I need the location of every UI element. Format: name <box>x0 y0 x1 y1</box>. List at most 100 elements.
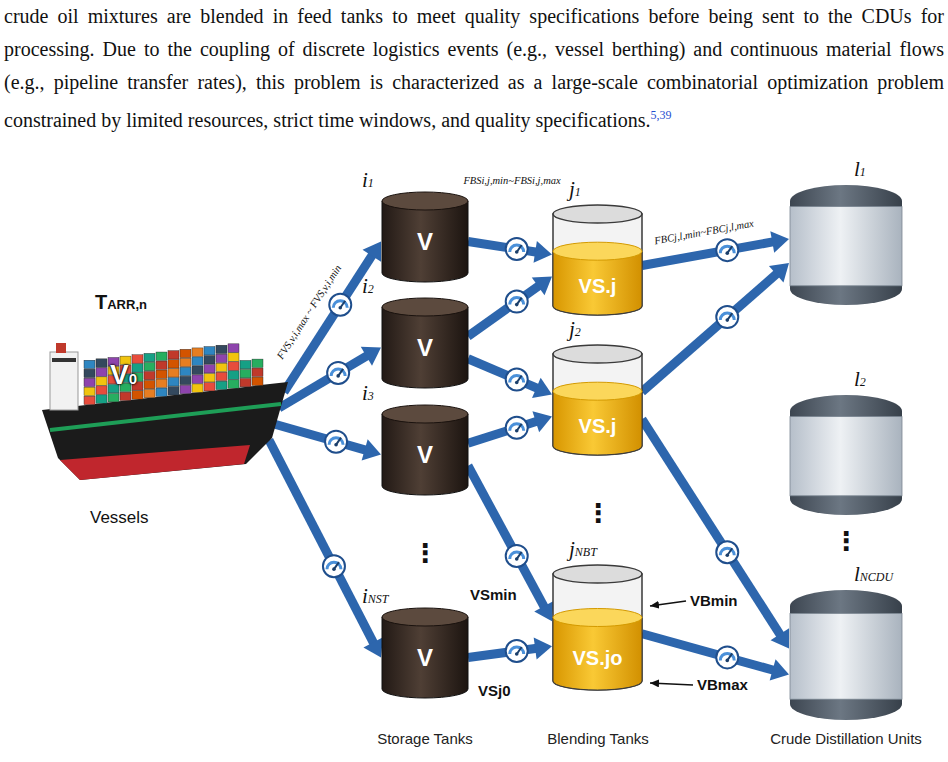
storage-tank: i1V <box>382 192 468 282</box>
gauge-face <box>506 640 528 662</box>
container-block <box>156 379 167 387</box>
container-block <box>180 358 191 366</box>
container-block <box>96 377 107 385</box>
tank-liquid <box>553 618 642 691</box>
column-body <box>790 417 902 496</box>
flow-connector <box>468 411 552 443</box>
ellipsis: ⋮ <box>585 498 611 528</box>
gauge-hub <box>332 567 336 571</box>
flow-connector <box>468 638 552 662</box>
container-block <box>180 385 191 393</box>
flow-gauge <box>716 239 738 261</box>
flow-arrow <box>274 424 367 450</box>
storage-tank: i3V <box>382 405 468 495</box>
tank-volume: V <box>417 441 433 469</box>
flow-gauge <box>506 368 528 390</box>
ship-hull <box>42 382 288 480</box>
container-block <box>168 378 179 386</box>
paper-paragraph: crude oil mixtures are blended in feed t… <box>4 0 944 137</box>
container-block <box>204 347 215 355</box>
ship-shape <box>40 342 290 482</box>
container-block <box>228 362 239 370</box>
flow-connector <box>642 419 789 648</box>
container-block <box>168 360 179 368</box>
flow-connector <box>642 263 789 392</box>
container-block <box>144 371 155 379</box>
container-block <box>204 365 215 373</box>
container-block <box>216 372 227 380</box>
container-block <box>192 348 203 356</box>
arrow-head <box>534 638 552 660</box>
flow-connector <box>269 440 383 658</box>
container-block <box>228 371 239 379</box>
leader-line <box>650 683 693 685</box>
container-block <box>180 376 191 384</box>
tank-body <box>382 307 468 388</box>
tank-body <box>382 201 468 282</box>
gauge-hub <box>338 306 342 310</box>
tank-volume: VS.jo <box>572 644 622 672</box>
ship-hull-band <box>60 445 250 480</box>
gauge-hub <box>515 303 519 307</box>
liquid-surface <box>553 609 642 627</box>
container-block <box>204 356 215 364</box>
tank-top <box>382 405 468 423</box>
container-block <box>120 392 131 400</box>
tank-top <box>382 298 468 316</box>
leader-line <box>650 601 686 606</box>
container-block <box>84 360 95 368</box>
container-block <box>96 386 107 394</box>
container-block <box>156 352 167 360</box>
level-label: VSj0 <box>478 682 511 700</box>
tank-body <box>553 354 642 455</box>
cdu-index: l2 <box>854 367 866 394</box>
container-block <box>108 393 119 401</box>
gauge-hub <box>515 250 519 254</box>
tank-volume: V <box>417 334 433 362</box>
tank-index: j2 <box>569 317 581 344</box>
flow-gauge <box>506 291 528 313</box>
tank-top <box>382 608 468 626</box>
tank-volume: V <box>417 228 433 256</box>
tank-body <box>382 414 468 495</box>
gauge-hub <box>515 557 519 561</box>
container-block <box>228 344 239 352</box>
container-block <box>156 388 167 396</box>
arrow-head <box>770 659 789 680</box>
paragraph-text: crude oil mixtures are blended in feed t… <box>4 5 944 131</box>
ellipsis: ⋮ <box>412 538 438 568</box>
flow-connector <box>468 359 552 398</box>
storage-tank: iNSTV <box>382 608 468 698</box>
flow-gauge <box>716 646 738 668</box>
liquid-surface <box>553 242 642 260</box>
container-block <box>156 361 167 369</box>
column-shell <box>790 395 902 515</box>
container-block <box>216 345 227 353</box>
tank-index: i1 <box>362 168 374 195</box>
flow-arrow <box>468 285 540 336</box>
gauge-face <box>716 541 738 563</box>
tank-index: j1 <box>569 177 581 204</box>
cdu-shape <box>790 395 902 515</box>
container-block <box>96 368 107 376</box>
gauge-face <box>506 238 528 260</box>
flow-gauge <box>506 238 528 260</box>
container-block <box>96 395 107 403</box>
arrow-head <box>363 242 381 262</box>
gauge-face <box>506 291 528 313</box>
flow-connector <box>468 277 552 337</box>
tank-volume: VS.j <box>579 412 617 440</box>
container-block <box>132 391 143 399</box>
distillation-unit: l2 <box>790 395 902 515</box>
gauge-hub <box>725 251 729 255</box>
tank-volume: VS.j <box>579 272 617 300</box>
tank-top <box>553 345 642 363</box>
tank-index: jNBT <box>569 537 597 564</box>
gauge-face <box>716 306 738 328</box>
container-block <box>252 377 263 385</box>
flow-rate-label: FBSi,j,min~FBSi,j,max <box>461 174 562 187</box>
citation: 5,39 <box>651 108 672 122</box>
vessel-caption: Vessels <box>90 508 149 528</box>
container-block <box>180 349 191 357</box>
